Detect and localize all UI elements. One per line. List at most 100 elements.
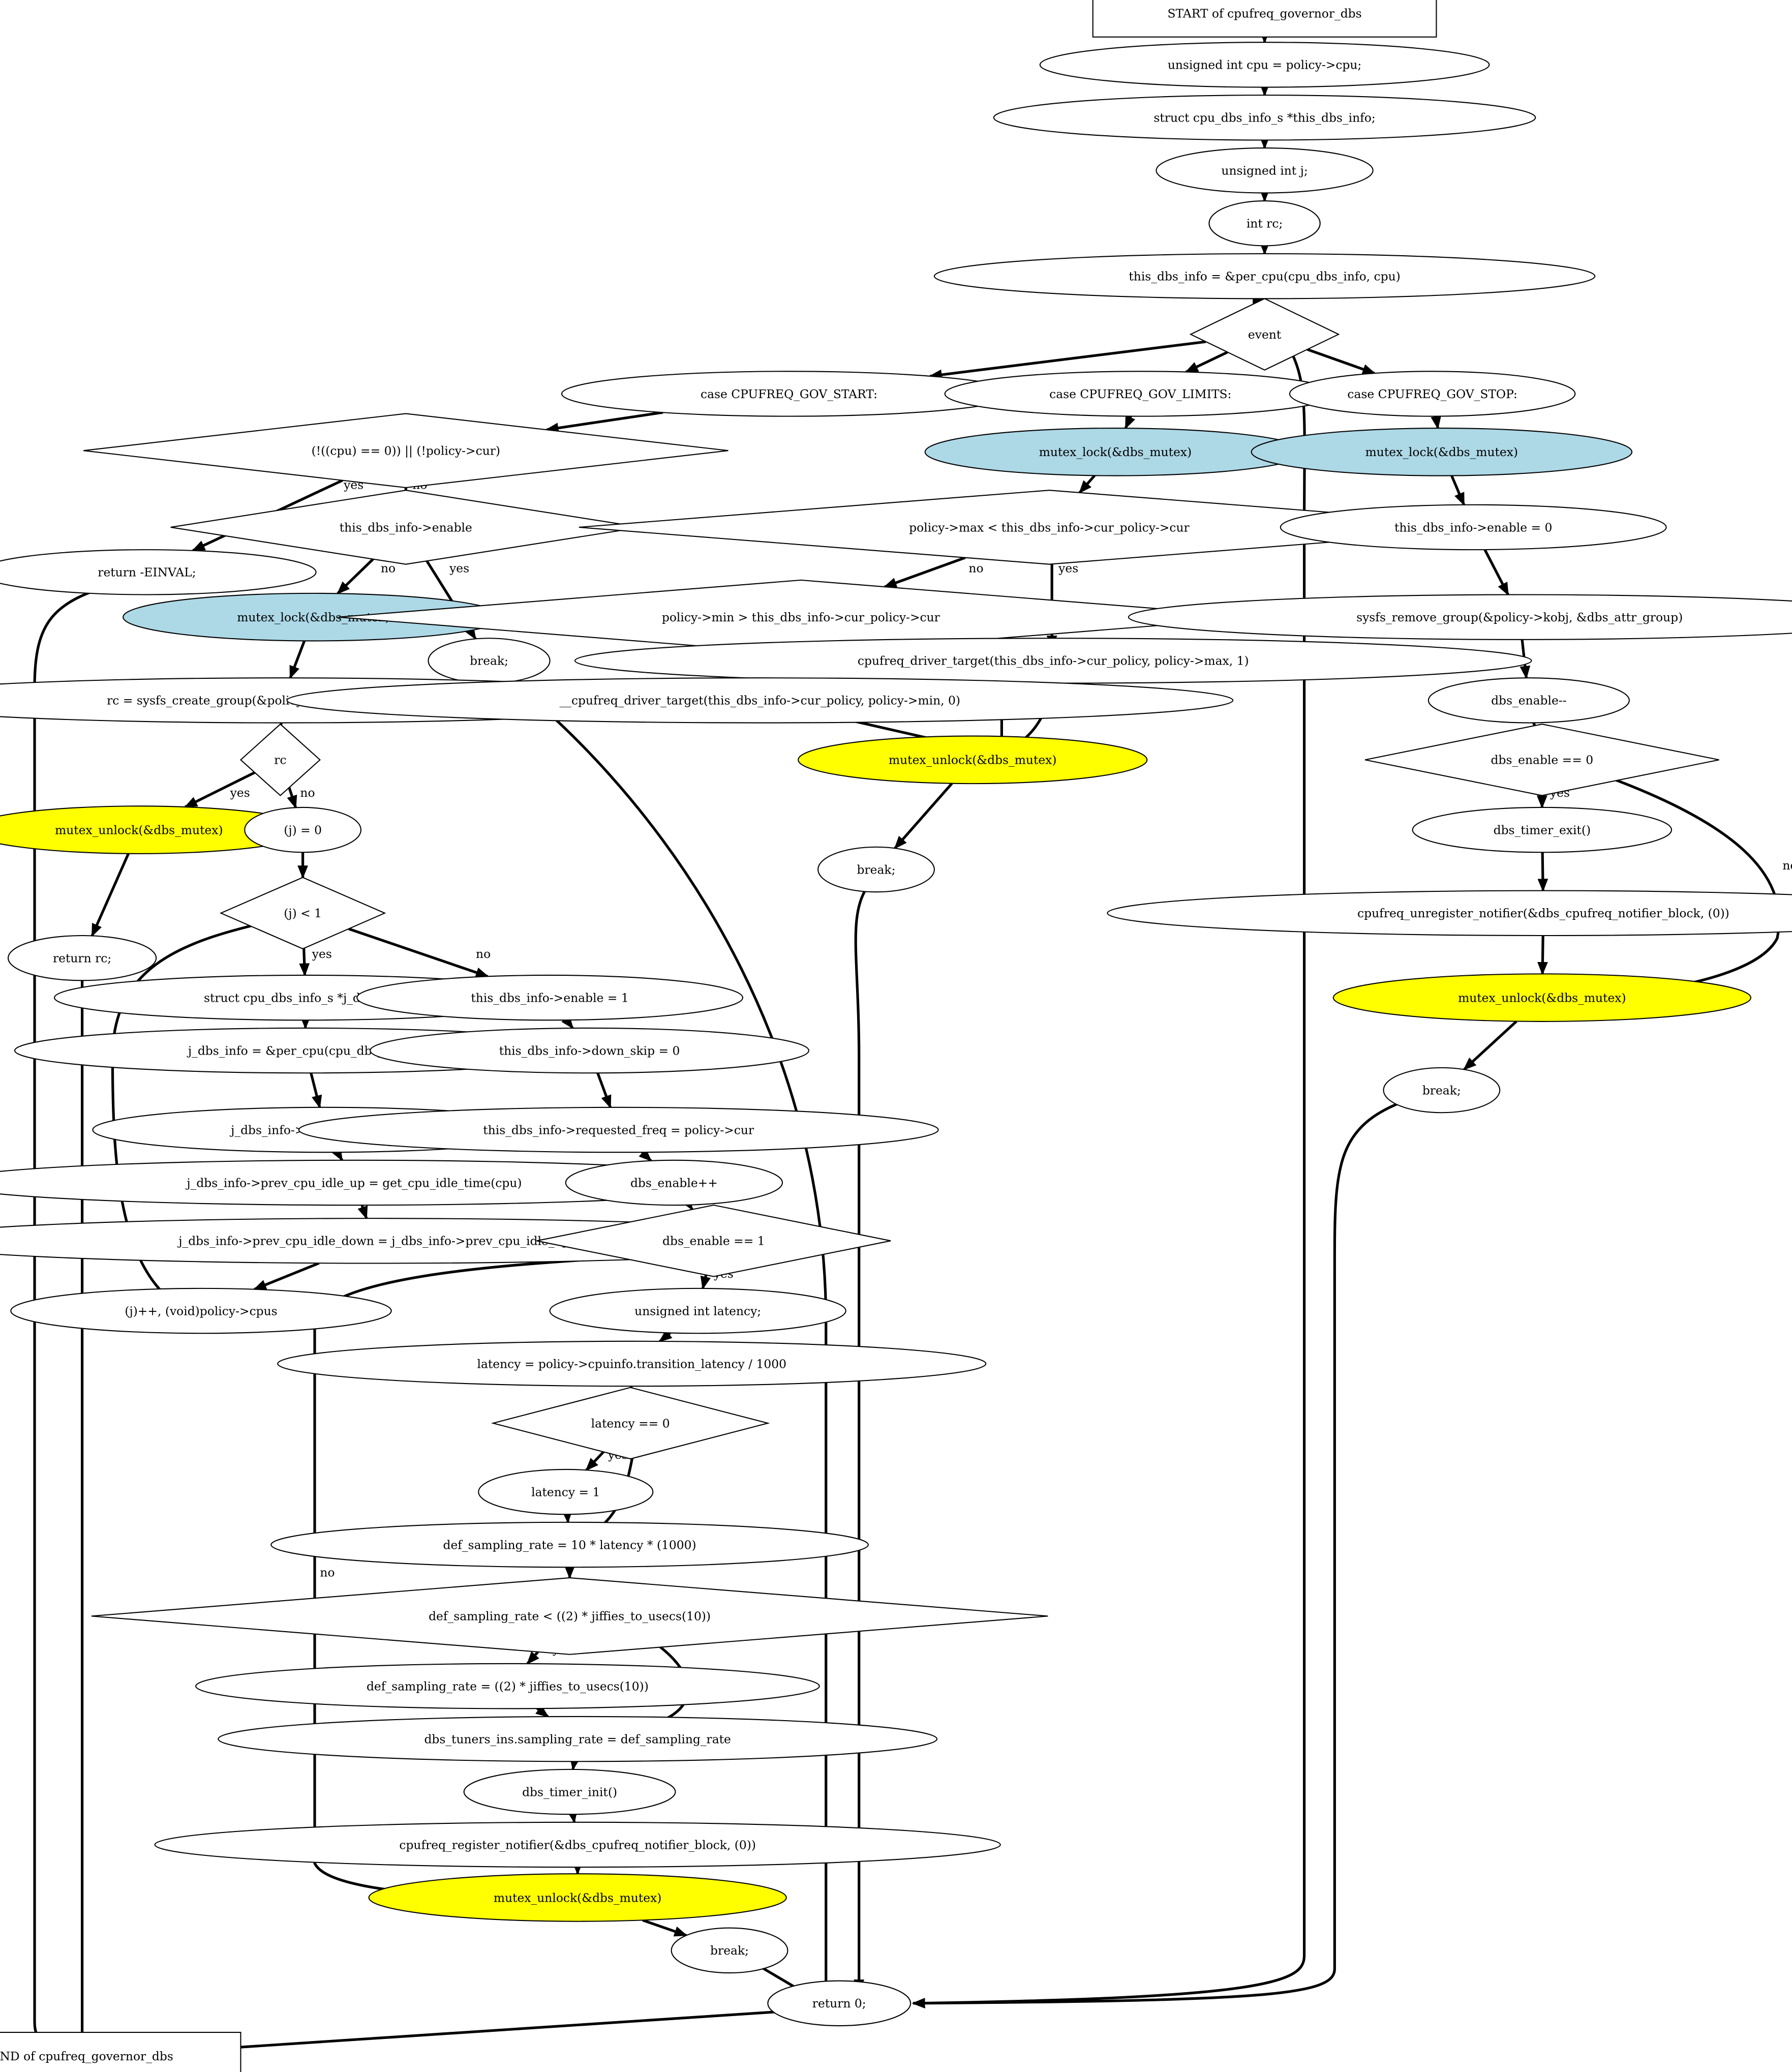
node-label: cpufreq_register_notifier(&dbs_cpufreq_n… <box>399 1838 756 1852</box>
edge-unlock-rc-to-return-rc <box>90 853 130 937</box>
edge-event-to-case-stop <box>1307 348 1376 375</box>
node-case-stop: case CPUFREQ_GOV_STOP: <box>1289 371 1576 417</box>
node-label: mutex_unlock(&dbs_mutex) <box>494 1890 662 1905</box>
node-ret-einval: return -EINVAL; <box>0 549 317 595</box>
edge-cond-def-to-def-set <box>526 1651 539 1665</box>
node-break-s1: break; <box>428 638 551 684</box>
diamond-shape <box>536 1205 891 1277</box>
node-label: latency = policy->cpuinfo.transition_lat… <box>477 1357 786 1371</box>
node-unlock-s: mutex_unlock(&dbs_mutex) <box>368 1873 787 1922</box>
edge-case-stop-to-lock-t <box>1431 415 1441 430</box>
node-label: struct cpu_dbs_info_s *this_dbs_info; <box>1153 111 1375 125</box>
ellipse-shape <box>370 1027 810 1074</box>
node-label: mutex_unlock(&dbs_mutex) <box>1458 990 1626 1005</box>
edge-cond-dbs1-to-lat-decl <box>700 1274 711 1290</box>
node-return-rc: return rc; <box>8 935 157 981</box>
node-lock-s: mutex_lock(&dbs_mutex) <box>123 592 504 642</box>
node-label: this_dbs_info = &per_cpu(cpu_dbs_info, c… <box>1129 269 1400 283</box>
edge-j-prev-to-j-down <box>357 1205 368 1220</box>
node-lock-l: mutex_lock(&dbs_mutex) <box>924 427 1307 476</box>
node-j-prev: j_dbs_info->prev_cpu_idle_up = get_cpu_i… <box>0 1159 765 1206</box>
edge-unlock-l-to-break-l <box>894 783 953 850</box>
ellipse-shape <box>1280 504 1667 551</box>
node-label: return -EINVAL; <box>98 565 196 580</box>
node-reg-notif: cpufreq_register_notifier(&dbs_cpufreq_n… <box>154 1821 1001 1868</box>
node-unlock-t: mutex_unlock(&dbs_mutex) <box>1332 973 1751 1022</box>
ellipse-shape <box>1251 427 1633 476</box>
ellipse-shape <box>993 95 1536 141</box>
edge-event-to-case-limits <box>1184 351 1228 373</box>
diamond-shape <box>1189 298 1340 371</box>
node-req-freq: this_dbs_info->requested_freq = policy->… <box>298 1106 939 1153</box>
ellipse-shape <box>1156 147 1374 194</box>
node-unlock-rc: mutex_unlock(&dbs_mutex) <box>0 805 312 854</box>
edge-label-no: no <box>300 786 315 800</box>
ellipse-shape <box>270 1521 869 1568</box>
node-def-rate: def_sampling_rate = 10 * latency * (1000… <box>270 1521 869 1568</box>
node-cond-cpu: (!((cpu) == 0)) || (!policy->cur) <box>83 413 728 489</box>
ellipse-shape <box>549 1287 846 1334</box>
node-label: mutex_lock(&dbs_mutex) <box>1039 445 1192 459</box>
node-unlock-l: mutex_unlock(&dbs_mutex) <box>798 735 1148 785</box>
node-label: __cpufreq_driver_target(this_dbs_info->c… <box>560 694 960 708</box>
edge-label-no: no <box>476 947 491 961</box>
node-label: dbs_enable-- <box>1491 694 1567 708</box>
node-label: event <box>1248 327 1282 342</box>
node-label: int rc; <box>1247 217 1283 231</box>
node-label: mutex_unlock(&dbs_mutex) <box>55 823 223 837</box>
edge-cond-enable-to-lock-s <box>337 558 374 595</box>
edge-lock-l-to-cond-max <box>1078 474 1096 494</box>
edge-lat-decl-to-lat-assign <box>658 1330 673 1343</box>
edge-return0-to-end <box>163 2008 806 2057</box>
diamond-shape <box>491 1387 770 1460</box>
node-label: this_dbs_info->requested_freq = policy->… <box>483 1123 754 1137</box>
node-label: this_dbs_info->enable = 1 <box>471 990 628 1005</box>
ellipse-shape <box>1039 42 1490 88</box>
node-case-start: case CPUFREQ_GOV_START: <box>561 371 1017 417</box>
box-shape <box>1092 0 1437 38</box>
node-label: rc <box>274 753 286 767</box>
node-label: break; <box>470 654 508 668</box>
node-start: START of cpufreq_governor_dbs <box>1092 0 1437 38</box>
node-label: dbs_tuners_ins.sampling_rate = def_sampl… <box>424 1732 731 1746</box>
node-label: def_sampling_rate = ((2) * jiffies_to_us… <box>367 1679 649 1693</box>
node-lock-t: mutex_lock(&dbs_mutex) <box>1251 427 1633 476</box>
edge-j-cur-to-j-prev <box>331 1147 344 1162</box>
node-label: sysfs_remove_group(&policy->kobj, &dbs_a… <box>1356 610 1683 624</box>
node-label: j_dbs_info->prev_cpu_idle_up = get_cpu_i… <box>185 1176 522 1190</box>
edge-unlock-t-to-break-t <box>1463 1020 1517 1071</box>
edge-lock-s-to-sysfs-create <box>289 640 306 679</box>
ellipse-shape <box>565 1159 783 1206</box>
node-label: case CPUFREQ_GOV_LIMITS: <box>1049 387 1231 401</box>
node-dbs-inc: dbs_enable++ <box>565 1159 783 1206</box>
diamond-shape <box>83 413 728 489</box>
ellipse-shape <box>671 1927 788 1974</box>
node-label: dbs_timer_exit() <box>1494 823 1591 837</box>
ellipse-shape <box>1332 973 1751 1022</box>
node-label: cpufreq_unregister_notifier(&dbs_cpufreq… <box>1357 906 1729 920</box>
node-tuners: dbs_tuners_ins.sampling_rate = def_sampl… <box>218 1716 938 1762</box>
node-en1: this_dbs_info->enable = 1 <box>356 974 744 1021</box>
node-cond-lat: latency == 0 <box>491 1387 770 1460</box>
ellipse-shape <box>463 1768 676 1815</box>
node-label: unsigned int latency; <box>634 1304 761 1318</box>
edge-break-l-to-return0 <box>854 879 873 1993</box>
edge-break-t-to-return0 <box>912 1095 1417 2009</box>
ellipse-shape <box>798 735 1148 785</box>
node-timer-init: dbs_timer_init() <box>463 1768 676 1815</box>
edge-cond-rc-to-unlock-rc <box>184 771 256 808</box>
node-cond-j: (j) < 1 <box>219 877 386 950</box>
node-n-this: this_dbs_info = &per_cpu(cpu_dbs_info, c… <box>933 253 1596 299</box>
ellipse-shape <box>817 846 935 893</box>
node-break-l: break; <box>817 846 935 893</box>
node-label: break; <box>1422 1083 1461 1097</box>
node-label: latency == 0 <box>591 1416 670 1430</box>
edge-cond-j-to-j-struct <box>299 948 310 977</box>
node-n-cpu: unsigned int cpu = policy->cpu; <box>1039 42 1490 88</box>
edge-case-start-to-cond-cpu <box>545 411 663 433</box>
node-label: END of cpufreq_governor_dbs <box>0 2049 173 2063</box>
node-label: j_dbs_info->prev_cpu_idle_down = j_dbs_i… <box>177 1234 569 1248</box>
edge-en1-to-down-skip <box>561 1015 574 1029</box>
